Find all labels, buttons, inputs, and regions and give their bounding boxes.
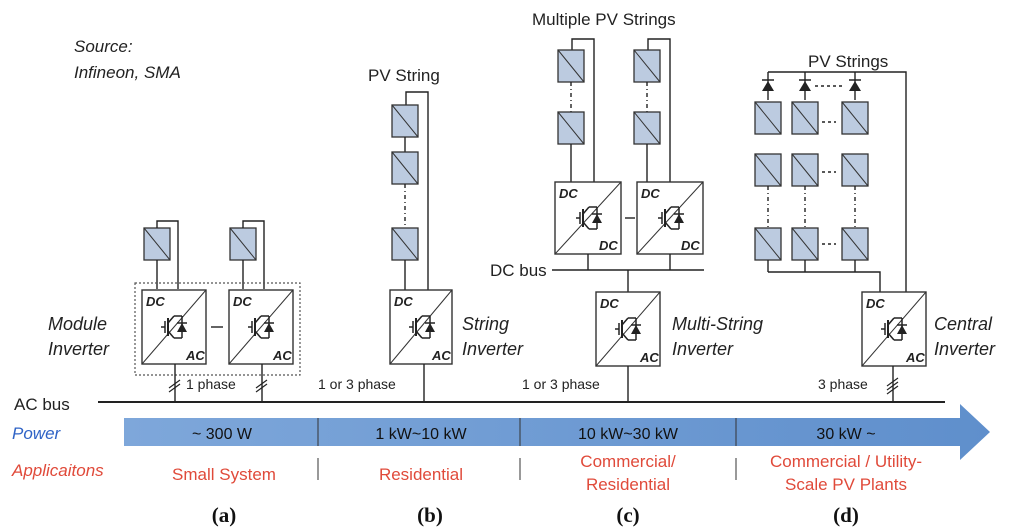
application-d-line1: Commercial / Utility- — [770, 452, 922, 471]
pv-panel-icon — [229, 227, 257, 261]
power-range-b: 1 kW~10 kW — [375, 426, 467, 443]
phase-label-a: 1 phase — [186, 376, 236, 392]
multiple-pv-strings-label: Multiple PV Strings — [532, 10, 676, 29]
multi-string-inverter-label-2: Inverter — [672, 339, 734, 359]
module-inverter-label-1: Module — [48, 314, 107, 334]
pv-panel-icon — [791, 153, 819, 187]
central-inverter-label-1: Central — [934, 314, 993, 334]
pv-panel-icon — [841, 227, 869, 261]
dc-bus-label: DC bus — [490, 261, 547, 280]
dc-label: DC — [599, 238, 618, 253]
string-inverter-group: PV String DC AC 1 or 3 phase — [318, 66, 453, 402]
pv-panel-icon — [754, 153, 782, 187]
dc-label: DC — [641, 186, 660, 201]
pv-panel-icon — [557, 49, 585, 83]
applications-row-label: Applicaitons — [11, 461, 104, 480]
phase-label-c: 1 or 3 phase — [522, 376, 600, 392]
central-inverter-label-2: Inverter — [934, 339, 996, 359]
ac-label: AC — [639, 350, 659, 365]
power-range-c: 10 kW~30 kW — [578, 426, 679, 443]
application-c-line1: Commercial/ — [580, 452, 676, 471]
power-range-d: 30 kW ~ — [816, 426, 875, 443]
diode-icon — [762, 79, 774, 91]
dc-label: DC — [559, 186, 578, 201]
diode-icon — [849, 79, 861, 91]
string-inverter-label-1: String — [462, 314, 509, 334]
panel-letter-a: (a) — [212, 503, 237, 527]
module-inverter-label-2: Inverter — [48, 339, 110, 359]
module-enclosure — [134, 282, 301, 376]
pv-panel-icon — [754, 227, 782, 261]
pv-panel-icon — [143, 227, 171, 261]
panel-letter-c: (c) — [616, 503, 639, 527]
pv-panel-icon — [391, 151, 419, 185]
ac-label: AC — [431, 348, 451, 363]
application-d-line2: Scale PV Plants — [785, 475, 907, 494]
ac-label: AC — [185, 348, 205, 363]
pv-strings-label: PV Strings — [808, 52, 888, 71]
power-row-label: Power — [12, 424, 62, 443]
ac-bus-label: AC bus — [14, 395, 70, 414]
ac-label: AC — [272, 348, 292, 363]
multi-string-inverter-label-1: Multi-String — [672, 314, 763, 334]
source-value: Infineon, SMA — [74, 63, 181, 82]
dc-label: DC — [681, 238, 700, 253]
pv-panel-icon — [754, 101, 782, 135]
pv-panel-icon — [791, 227, 819, 261]
panel-letter-b: (b) — [417, 503, 443, 527]
power-range-a: ~ 300 W — [192, 426, 253, 443]
central-inverter-group: PV Strings — [754, 52, 927, 402]
pv-panel-icon — [633, 49, 661, 83]
application-a: Small System — [172, 465, 276, 484]
pv-panel-icon — [391, 104, 419, 138]
dc-label: DC — [146, 294, 165, 309]
panel-letter-d: (d) — [833, 503, 859, 527]
phase-label-b: 1 or 3 phase — [318, 376, 396, 392]
pv-panel-icon — [557, 111, 585, 145]
string-inverter-label-2: Inverter — [462, 339, 524, 359]
pv-panel-icon — [633, 111, 661, 145]
application-b: Residential — [379, 465, 463, 484]
pv-panel-icon — [391, 227, 419, 261]
dc-label: DC — [866, 296, 885, 311]
pv-string-label: PV String — [368, 66, 440, 85]
dc-label: DC — [600, 296, 619, 311]
pv-panel-icon — [841, 101, 869, 135]
ac-label: AC — [905, 350, 925, 365]
power-scale-arrow — [124, 404, 990, 460]
module-inverter-group: DC AC DC AC 1 phase — [134, 220, 301, 402]
pv-panel-icon — [841, 153, 869, 187]
dc-label: DC — [394, 294, 413, 309]
multi-string-inverter-group: Multiple PV Strings DC DC DC DC DC bus — [490, 10, 704, 402]
dc-label: DC — [233, 294, 252, 309]
phase-label-d: 3 phase — [818, 376, 868, 392]
pv-panel-icon — [791, 101, 819, 135]
diode-icon — [799, 79, 811, 91]
source-label: Source: — [74, 37, 133, 56]
application-c-line2: Residential — [586, 475, 670, 494]
